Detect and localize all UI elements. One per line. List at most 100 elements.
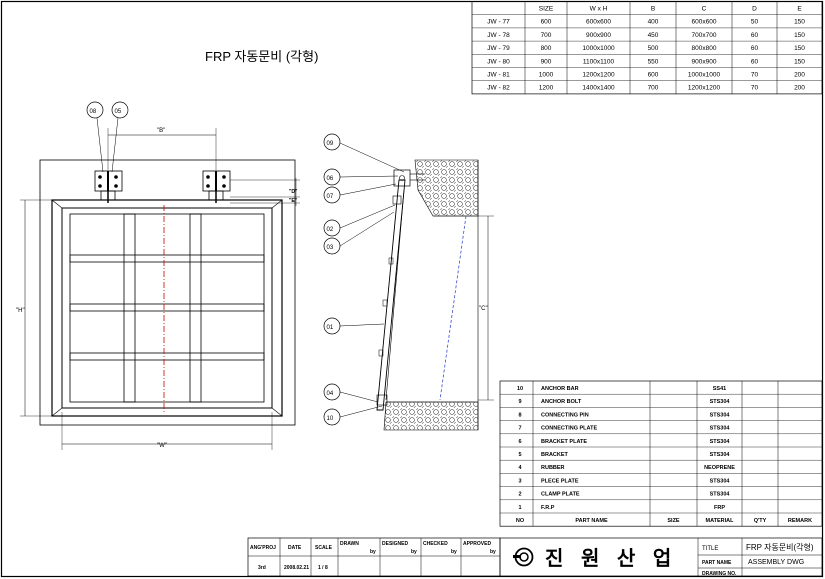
size-table-cell: 700x700 — [692, 32, 717, 39]
parts-table-cell: BRACKET PLATE — [541, 439, 587, 445]
svg-text:02: 02 — [327, 227, 334, 233]
svg-text:01: 01 — [327, 325, 334, 331]
tb-label-designed: DESIGNED — [382, 541, 409, 547]
parts-table-cell: ANCHOR BAR — [541, 386, 579, 392]
size-table-cell: 150 — [794, 58, 805, 65]
tb-by-designed: by — [411, 549, 417, 555]
parts-table-cell: 9 — [518, 399, 521, 405]
tb-value-projection: 3rd — [258, 565, 266, 571]
parts-table-header: Q'TY — [754, 518, 767, 524]
size-table-cell: 150 — [794, 32, 805, 39]
size-table-cell: 200 — [794, 72, 805, 79]
size-table-cell: 900x900 — [692, 58, 717, 65]
size-table-cell: 900x900 — [586, 32, 611, 39]
tb-by-drawn: by — [370, 549, 376, 555]
callout-02: 02 — [323, 204, 396, 237]
parts-table-cell: STS304 — [710, 478, 731, 484]
dim-w-label: "W" — [157, 443, 167, 449]
size-table-cell: 450 — [648, 32, 659, 39]
parts-table-cell: 1 — [518, 505, 521, 511]
callout-05: 05 — [111, 101, 129, 173]
size-table-cell: 1100x1100 — [583, 58, 615, 65]
parts-table-cell: F.R.P — [541, 505, 555, 511]
size-table-cell: 60 — [751, 45, 759, 52]
parts-table-cell: STS304 — [710, 399, 731, 405]
tb-by-checked: by — [451, 549, 457, 555]
svg-text:08: 08 — [90, 109, 97, 115]
size-table-header: SIZE — [539, 6, 554, 13]
parts-table-header: REMARK — [788, 518, 812, 524]
callout-07: 07 — [323, 183, 397, 204]
parts-table-cell: FRP — [714, 505, 725, 511]
dim-b-label: "B" — [157, 128, 165, 134]
size-table-cell: JW - 82 — [487, 85, 510, 92]
size-table-cell: 1200x1200 — [582, 72, 615, 79]
drawing-title: FRP 자동문비 (각형) — [205, 49, 318, 64]
size-table-cell: JW - 81 — [487, 72, 510, 79]
size-table-cell: 800x800 — [692, 45, 717, 52]
size-table-cell: 700 — [648, 85, 659, 92]
parts-table-cell: STS304 — [710, 452, 731, 458]
svg-text:04: 04 — [327, 391, 334, 397]
size-table-cell: 1400x1400 — [582, 85, 615, 92]
svg-text:05: 05 — [115, 109, 122, 115]
company-name: 진 원 산 업 — [545, 547, 677, 570]
callout-03: 03 — [323, 211, 395, 255]
size-table-cell: 60 — [751, 32, 759, 39]
size-table-header: D — [752, 6, 757, 13]
parts-table-cell: 10 — [517, 386, 523, 392]
size-table-cell: 1200 — [539, 85, 554, 92]
parts-table-cell: 8 — [518, 412, 521, 418]
parts-table-cell: 2 — [518, 492, 521, 498]
parts-table-header: MATERIAL — [705, 518, 734, 524]
size-table-cell: 600x600 — [692, 19, 717, 26]
parts-table-cell: CLAMP PLATE — [541, 492, 580, 498]
parts-table-cell: STS304 — [710, 412, 731, 418]
tb-label-scale: SCALE — [315, 545, 333, 551]
svg-text:03: 03 — [327, 245, 334, 251]
dim-e-label: "E" — [289, 198, 298, 204]
size-table-cell: JW - 79 — [487, 45, 510, 52]
parts-table-cell: 7 — [518, 426, 521, 432]
size-table-cell: 50 — [751, 19, 759, 26]
parts-table-header: SIZE — [667, 518, 680, 524]
size-table-cell: 1000 — [539, 72, 554, 79]
size-table-cell: JW - 80 — [487, 58, 510, 65]
tb-by-approved: by — [490, 549, 496, 555]
size-table-cell: 600 — [648, 72, 659, 79]
callout-10: 10 — [323, 405, 383, 426]
svg-text:10: 10 — [327, 416, 334, 422]
left-hinge-bracket — [94, 170, 123, 203]
parts-table-cell: 5 — [518, 452, 521, 458]
side-view: "C" 09 06 07 02 03 01 — [323, 133, 494, 431]
parts-table-cell: STS304 — [710, 439, 731, 445]
size-table-header: C — [702, 6, 707, 13]
parts-table-cell: SS41 — [713, 386, 726, 392]
parts-table-cell: ANCHOR BOLT — [541, 399, 582, 405]
size-table-cell: 500 — [648, 45, 659, 52]
parts-table-cell: NEOPRENE — [704, 465, 735, 471]
size-table-cell: 1200x1200 — [688, 85, 721, 92]
size-table-cell: JW - 78 — [487, 32, 510, 39]
front-view: "B" "D" "E" "H" "W" 08 05 — [16, 101, 300, 450]
parts-table-header: NO — [516, 518, 525, 524]
right-hinge-bracket — [202, 170, 231, 203]
size-table-cell: 60 — [751, 58, 759, 65]
parts-table-cell: STS304 — [710, 426, 731, 432]
parts-table-cell: BRACKET — [541, 452, 569, 458]
size-table-cell: 700 — [541, 32, 552, 39]
parts-table-cell: 4 — [518, 465, 522, 471]
parts-table-cell: 6 — [518, 439, 521, 445]
tb-label-approved: APPROVED — [463, 541, 491, 547]
parts-table-cell: CONNECTING PLATE — [541, 426, 597, 432]
callout-04: 04 — [323, 383, 379, 403]
tb-value-scale: 1 / 8 — [318, 565, 328, 571]
size-table-cell: 400 — [648, 19, 659, 26]
tb-label-checked: CHECKED — [423, 541, 448, 547]
size-table-cell: 70 — [751, 85, 759, 92]
tb-value-date: 2008.02.21 — [284, 565, 309, 571]
size-table-cell: 600 — [541, 19, 552, 26]
